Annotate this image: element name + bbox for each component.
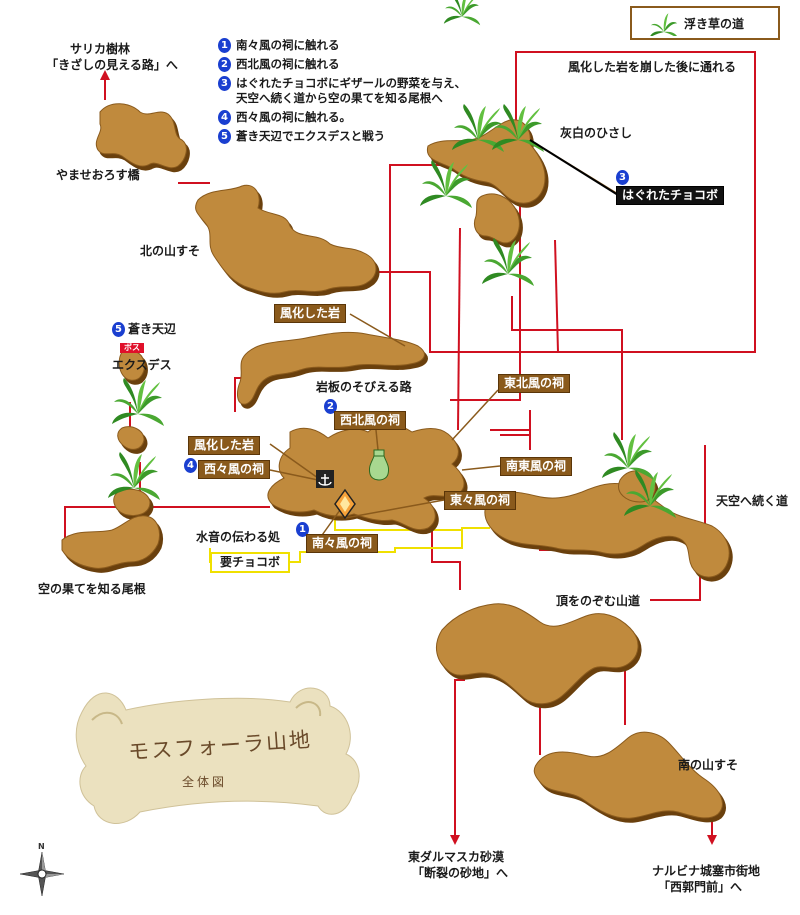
step-text: はぐれたチョコボにギザールの野菜を与え、 [236, 76, 466, 90]
land-kaihaku-lower [473, 193, 520, 244]
land-ganban [237, 331, 425, 405]
label-yamase: やませおろす橋 [56, 168, 140, 182]
marker-2: 2 [324, 399, 337, 414]
legend-box: 浮き草の道 [630, 6, 780, 40]
legend-grass-label: 浮き草の道 [684, 17, 745, 31]
label-itadaki: 頂をのぞむ山道 [556, 594, 641, 608]
anchor-icon [316, 470, 334, 488]
land-sora-hate [61, 515, 160, 569]
label-exdeath: エクスデス [112, 358, 172, 372]
step-text: 西々風の祠に触れる。 [236, 110, 351, 124]
callout-toutou: 東々風の祠 [444, 491, 517, 510]
title-scroll [75, 687, 360, 824]
route-arrows [100, 70, 717, 845]
callout-nannan: 南々風の祠 [306, 534, 379, 553]
land-aoki-2 [117, 426, 145, 450]
callout-seihoku: 西北風の祠 [334, 411, 407, 430]
step-legend: 1 南々風の祠に触れる 2 西北風の祠に触れる 3 はぐれたチョコボにギザールの野菜を… [218, 38, 466, 148]
step-text: 西北風の祠に触れる [236, 57, 340, 71]
land-yamase [95, 103, 187, 169]
callout-chocobo: はぐれたチョコボ [616, 186, 725, 205]
step-3: 3 はぐれたチョコボにギザールの野菜を与え、 [218, 76, 466, 91]
label-ganban: 岩板のそびえる路 [316, 380, 412, 394]
land-tenku [484, 483, 730, 578]
label-tenku: 天空へ続く道 [716, 494, 789, 508]
callout-need-chocobo: 要チョコボ [210, 552, 291, 573]
step-marker: 2 [218, 57, 231, 72]
step-text: 天空へ続く道から空の果てを知る尾根へ [236, 91, 443, 105]
marker-5: 5 [112, 322, 125, 337]
label-mizuoto: 水音の伝わる処 [196, 530, 281, 544]
label-salika-1: サリカ樹林 [69, 42, 131, 56]
label-kaihaku: 灰白のひさし [560, 126, 633, 140]
label-kita-yamasuso: 北の山すそ [140, 244, 201, 258]
marker-1: 1 [296, 522, 309, 537]
callout-seisei: 西々風の祠 [198, 460, 271, 479]
land-minami [533, 731, 723, 819]
step-marker: 1 [218, 38, 231, 53]
compass-north-label: N [38, 842, 45, 851]
marker-3: 3 [616, 170, 629, 185]
land-masses [61, 103, 730, 819]
step-1: 1 南々風の祠に触れる [218, 38, 466, 53]
land-kaihaku [426, 119, 546, 204]
callout-fuuka-iwa-lower: 風化した岩 [188, 436, 261, 455]
boss-tag: ボス [120, 343, 144, 353]
callout-nantou: 南東風の祠 [500, 457, 573, 476]
label-salika-2: 「きざしの見える路」へ [46, 58, 178, 72]
step-marker: 3 [218, 76, 231, 91]
marker-4: 4 [184, 458, 197, 473]
label-narubina-2: 「西郭門前」へ [658, 880, 743, 894]
label-minami: 南の山すそ [678, 758, 739, 772]
map-subtitle: 全体図 [182, 775, 228, 789]
land-kita-yamasuso [195, 184, 377, 294]
step-4: 4 西々風の祠に触れる。 [218, 110, 466, 125]
step-5: 5 蒼き天辺でエクスデスと戦う [218, 129, 466, 144]
vase-icon [369, 449, 389, 481]
label-fuuka-route: 風化した岩を崩した後に通れる [568, 60, 737, 74]
label-narubina-1: ナルビナ城塞市街地 [652, 864, 761, 878]
step-3-cont: 天空へ続く道から空の果てを知る尾根へ [218, 91, 466, 106]
label-higashi-1: 東ダルマスカ砂漠 [408, 850, 505, 864]
callout-fuuka-iwa-upper: 風化した岩 [274, 304, 347, 323]
callout-touhoku: 東北風の祠 [498, 374, 571, 393]
step-marker: 4 [218, 110, 231, 125]
label-aoki: 蒼き天辺 [128, 322, 177, 336]
step-2: 2 西北風の祠に触れる [218, 57, 466, 72]
step-text: 蒼き天辺でエクスデスと戦う [236, 129, 386, 143]
step-marker: 5 [218, 129, 231, 144]
land-itadaki [435, 603, 639, 705]
step-text: 南々風の祠に触れる [236, 38, 340, 52]
land-aoki-3 [113, 488, 151, 516]
label-sora-hate: 空の果てを知る尾根 [38, 582, 146, 596]
compass-icon [19, 851, 65, 897]
label-higashi-2: 「断裂の砂地」へ [412, 866, 509, 880]
legend-grass-icon [650, 13, 678, 36]
chocobo-leader [529, 139, 619, 196]
save-crystal-icon [334, 488, 356, 520]
